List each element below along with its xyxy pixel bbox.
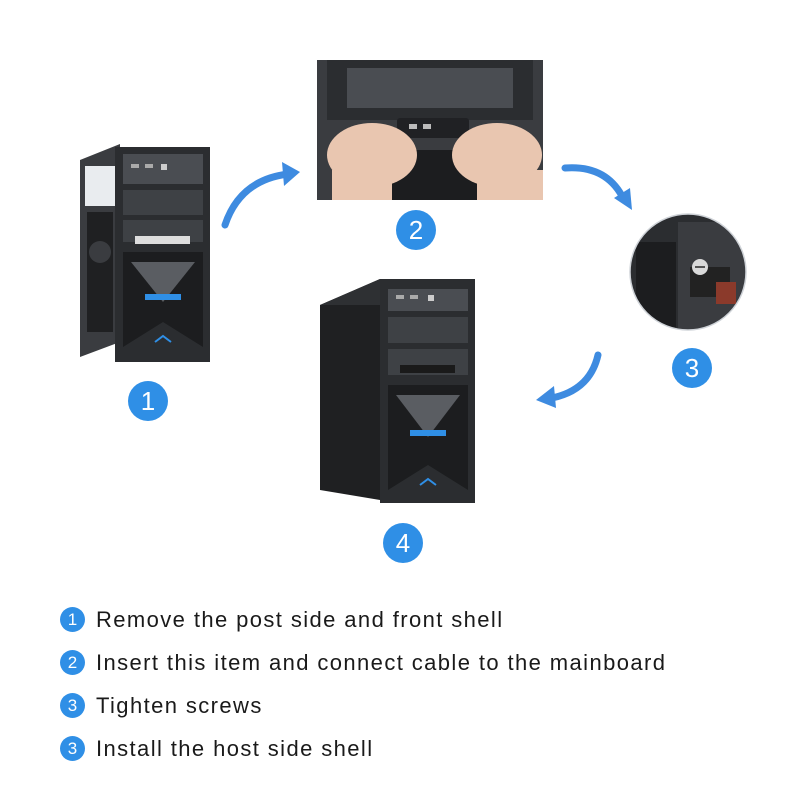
step-number-badge: 2 [60, 650, 85, 675]
arrow-1-to-2-icon [221, 162, 300, 229]
step-number-badge: 1 [60, 607, 85, 632]
hands-installing-front-panel-photo [317, 60, 543, 200]
arrow-3-to-4-icon [536, 351, 602, 408]
instruction-text: Tighten screws [96, 692, 263, 718]
screw-closeup-photo [629, 213, 747, 331]
step-3-badge: 3 [672, 348, 712, 388]
step-number-badge: 3 [60, 736, 85, 761]
instruction-text: Install the host side shell [96, 735, 374, 761]
step-4-badge: 4 [383, 523, 423, 563]
pc-case-open-side-illustration [80, 144, 210, 362]
instruction-item: 2 Insert this item and connect cable to … [60, 641, 780, 684]
instruction-item: 1 Remove the post side and front shell [60, 598, 780, 641]
step-1-badge: 1 [128, 381, 168, 421]
instruction-list: 1 Remove the post side and front shell 2… [60, 598, 780, 770]
instruction-text: Remove the post side and front shell [96, 606, 504, 632]
instruction-text: Insert this item and connect cable to th… [96, 649, 667, 675]
instruction-item: 3 Tighten screws [60, 684, 780, 727]
arrow-2-to-3-icon [561, 164, 632, 210]
pc-case-assembled-illustration [320, 279, 475, 503]
step-2-badge: 2 [396, 210, 436, 250]
instruction-item: 3 Install the host side shell [60, 727, 780, 770]
step-number-badge: 3 [60, 693, 85, 718]
